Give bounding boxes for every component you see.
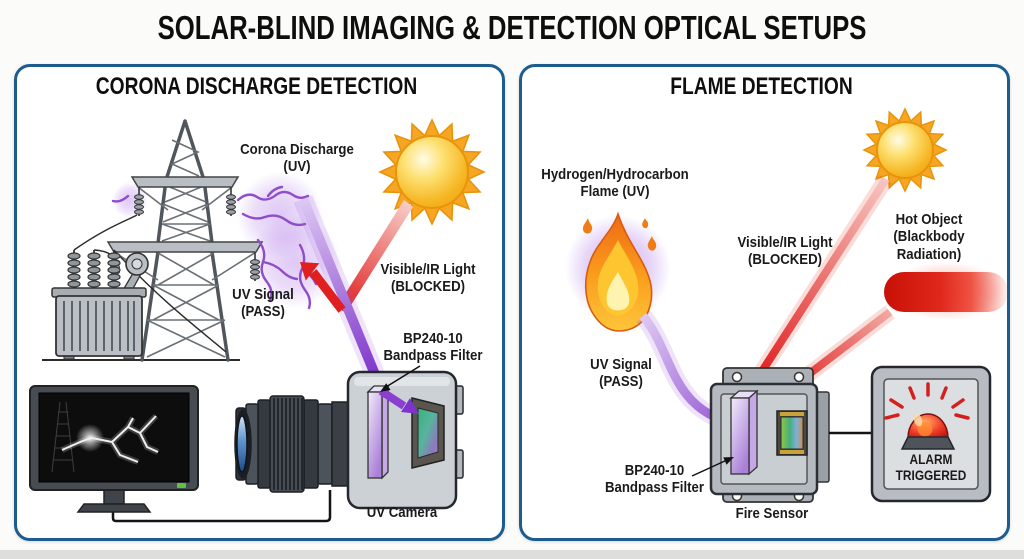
corona-discharge-label: Corona Discharge (UV) <box>240 141 354 176</box>
flame-panel-header: FLAME DETECTION <box>670 73 853 100</box>
corona-panel-header: CORONA DISCHARGE DETECTION <box>95 73 418 100</box>
page-edge <box>0 550 1024 559</box>
alarm-triggered-label: ALARM TRIGGERED <box>895 452 967 483</box>
fire-sensor-label: Fire Sensor <box>735 505 809 522</box>
visible-ir-label-right: Visible/IR Light (BLOCKED) <box>737 234 833 269</box>
bandpass-filter-label-left: BP240-10 Bandpass Filter <box>383 330 483 365</box>
uv-signal-label-right: UV Signal (PASS) <box>590 356 652 391</box>
uv-signal-label-left: UV Signal (PASS) <box>232 286 294 321</box>
bandpass-filter-label-right: BP240-10 Bandpass Filter <box>604 462 705 497</box>
visible-ir-label-left: Visible/IR Light (BLOCKED) <box>380 261 476 296</box>
page-title: SOLAR-BLIND IMAGING & DETECTION OPTICAL … <box>157 9 867 46</box>
flame-source-label: Hydrogen/Hydrocarbon Flame (UV) <box>541 166 689 201</box>
hot-object-label: Hot Object (Blackbody Radiation) <box>893 211 965 263</box>
uv-camera-label: UV Camera <box>366 504 438 521</box>
